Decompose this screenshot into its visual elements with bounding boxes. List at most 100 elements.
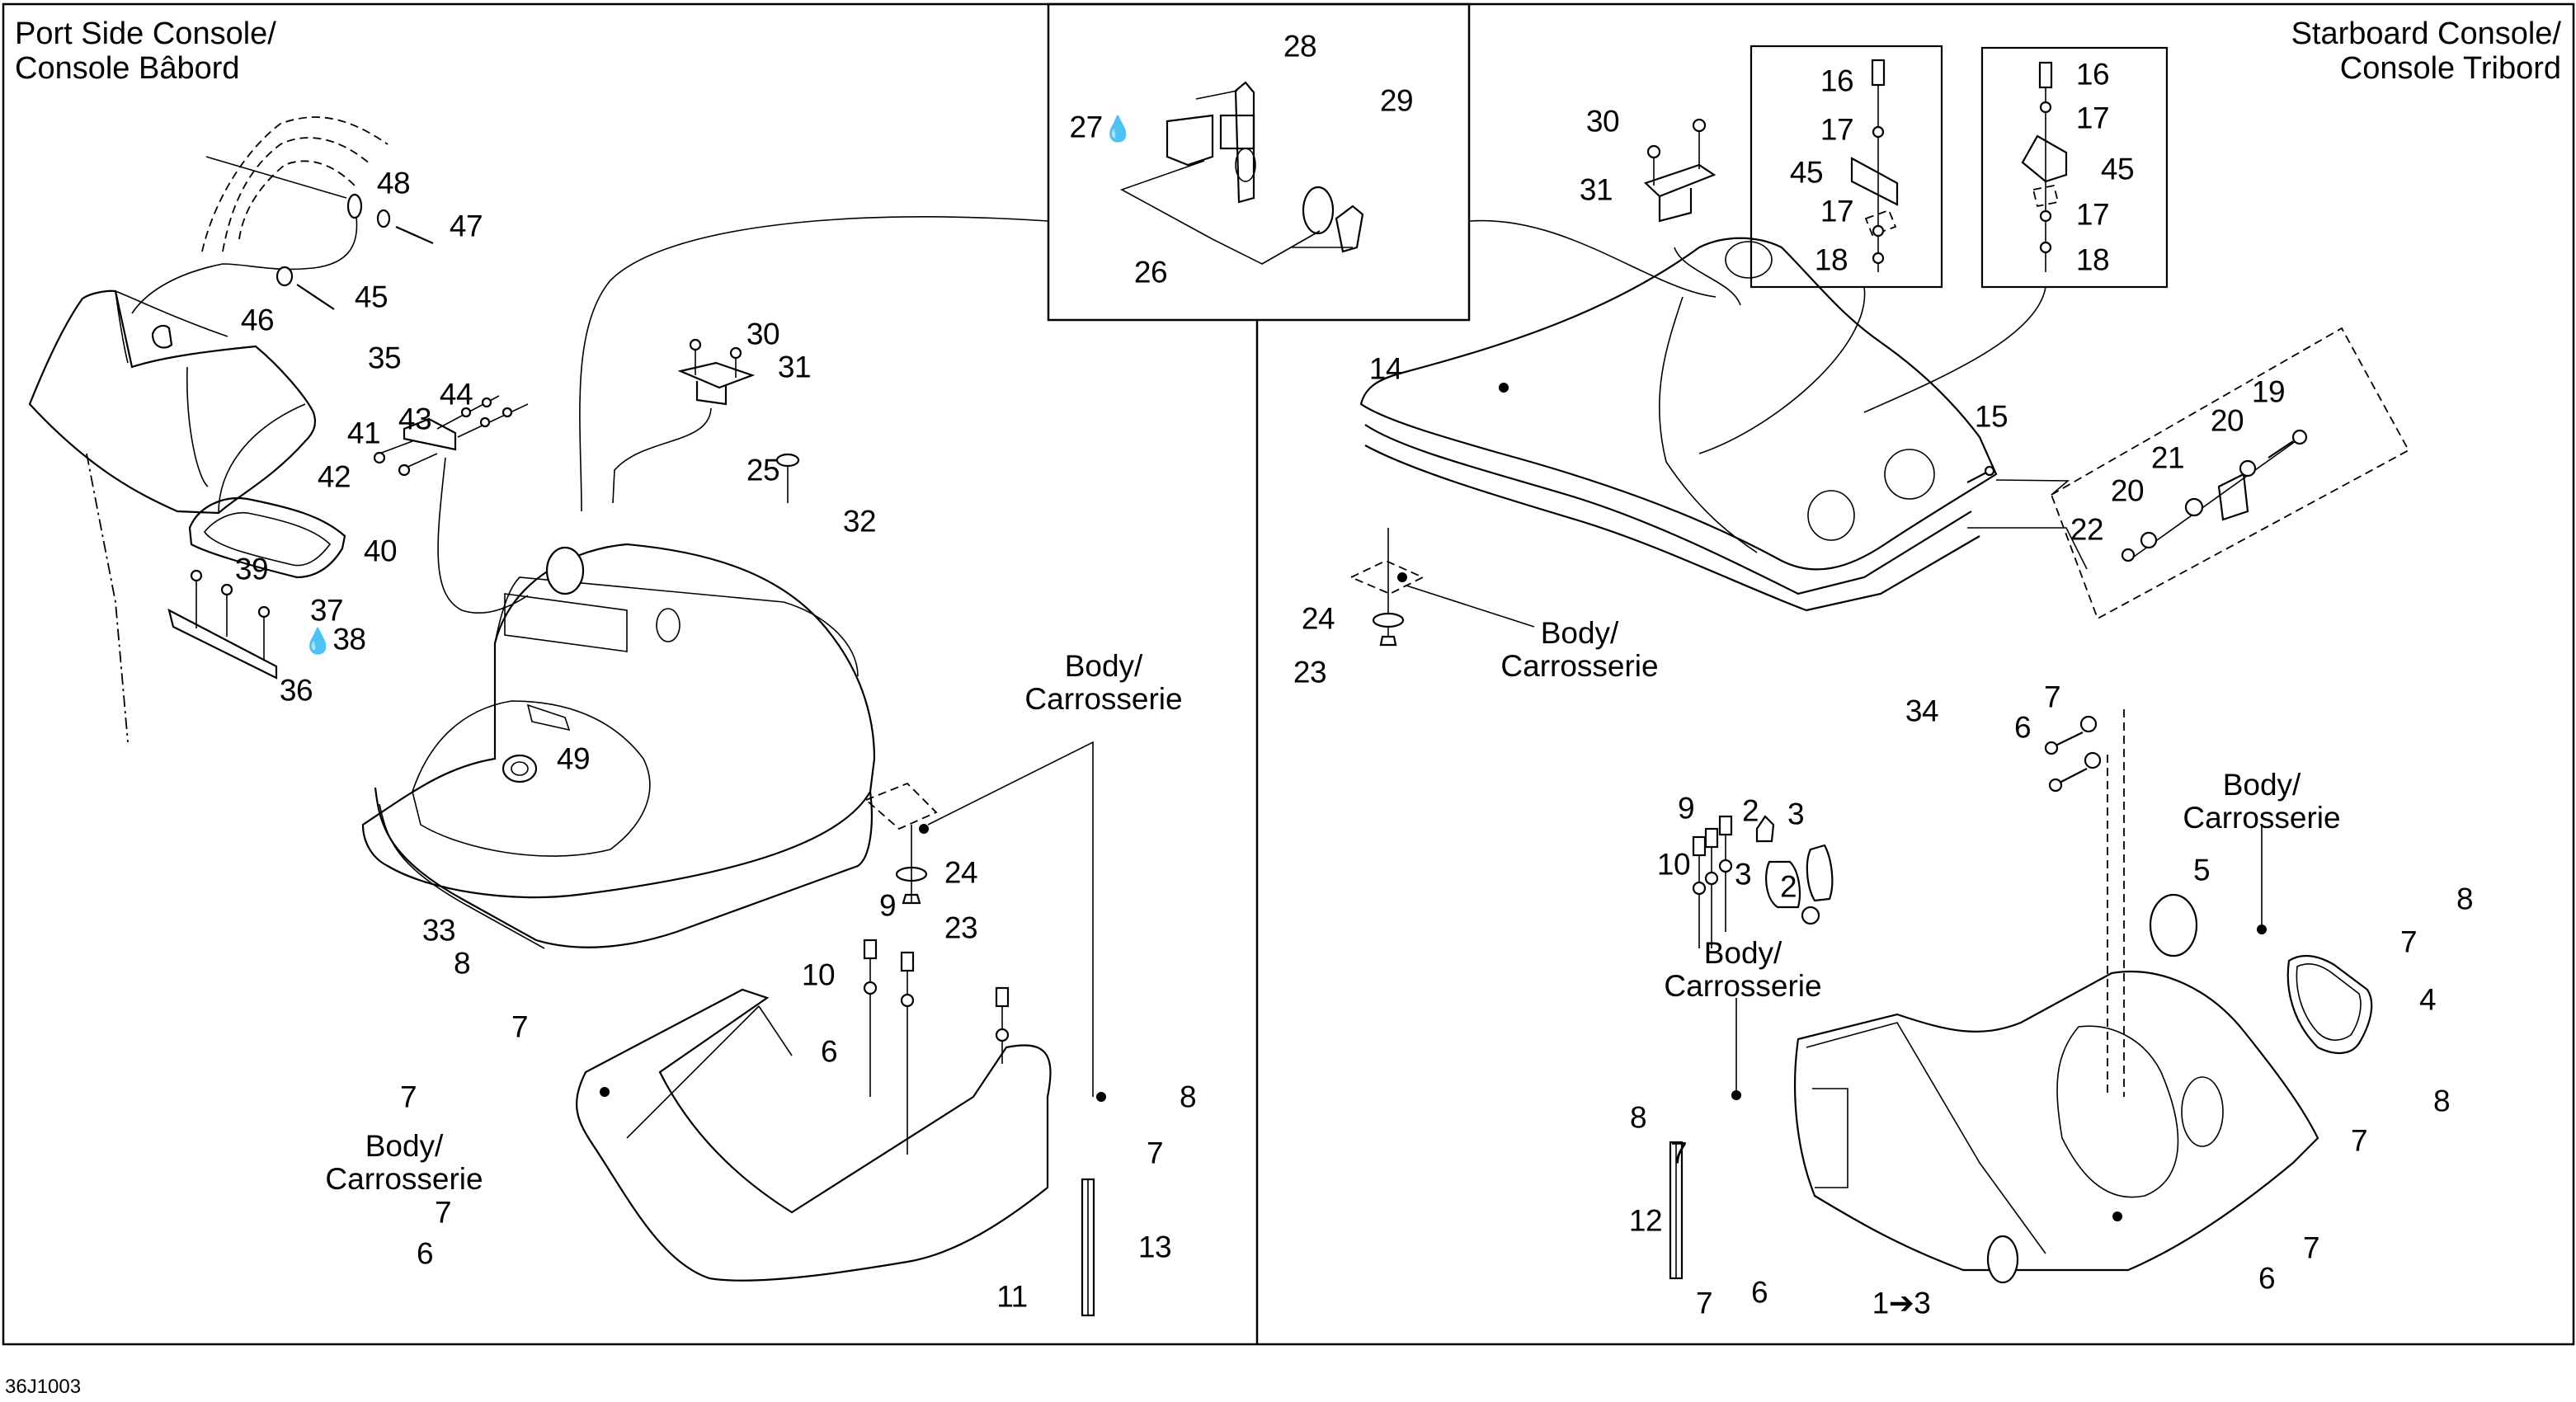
callout: 4 <box>2418 982 2437 1017</box>
callout: 42 <box>317 459 351 494</box>
callout: 10 <box>801 957 836 992</box>
callout: 7 <box>2350 1123 2368 1158</box>
callout: 6 <box>1750 1275 1768 1310</box>
callout: 45 <box>1789 155 1824 190</box>
link-35-36 <box>86 453 129 743</box>
part-36-bracket <box>167 569 278 680</box>
callout: 13 <box>1137 1230 1172 1264</box>
callout: 8 <box>2456 882 2474 916</box>
callout: 47 <box>449 209 483 243</box>
callout: 18 <box>1814 242 1848 277</box>
callout: 37 <box>309 593 344 628</box>
callout: 34 <box>1905 694 1939 728</box>
callout: 14 <box>1368 351 1403 386</box>
callout: 41 <box>346 416 381 450</box>
callout: 15 <box>1974 399 2009 434</box>
inset-rotated-parts <box>2121 429 2308 562</box>
starboard-section-title: Starboard Console/ Console Tribord <box>2291 16 2561 86</box>
inset-parts-26-29 <box>1120 81 1364 265</box>
callout: 17 <box>1820 194 1854 228</box>
callout: 9 <box>878 888 897 923</box>
seat-outline <box>201 116 389 252</box>
part-41-bracket <box>373 395 529 477</box>
callout: 16 <box>2075 57 2110 92</box>
callout: 8 <box>2432 1084 2451 1118</box>
body-label-starboard-left: Body/Carrosserie <box>1664 936 1822 1003</box>
drawing-code: 36J1003 <box>5 1376 82 1398</box>
inset-box-center <box>1047 2 1471 322</box>
part-3-gasket-a <box>1765 860 1801 909</box>
starboard-title-en: Starboard Console/ <box>2291 16 2561 51</box>
callout: 31 <box>1579 172 1613 207</box>
part-15-screw <box>1966 465 1995 483</box>
callout: 40 <box>363 534 398 568</box>
callout: 46 <box>240 303 275 337</box>
callout: 7 <box>2302 1230 2320 1265</box>
callout: 3 <box>1787 797 1805 831</box>
callout: 20 <box>2110 473 2145 508</box>
callout: 3 <box>1734 857 1752 892</box>
callout-with-loctite: 💧38 <box>302 622 366 656</box>
loctite-drop-icon: 💧 <box>302 628 333 656</box>
callout: 26 <box>1133 255 1168 289</box>
link-bracket-b-14 <box>1863 286 2046 413</box>
callout: 6 <box>416 1236 434 1271</box>
callout: 49 <box>556 741 591 776</box>
callout: 25 <box>746 453 780 487</box>
part-33-bezel <box>374 787 873 949</box>
callout: 7 <box>1695 1286 1713 1320</box>
port-title-fr: Console Bâbord <box>15 51 240 86</box>
port-screws-9-10 <box>863 939 1010 1155</box>
callout: 39 <box>234 552 269 586</box>
callout: 7 <box>511 1009 529 1044</box>
callout: 31 <box>777 350 812 384</box>
part-25-console <box>361 543 876 899</box>
callout: 6 <box>2258 1261 2276 1296</box>
callout: 7 <box>2399 924 2418 959</box>
inset-box-bracket-b <box>1980 46 2169 289</box>
part-45-tether <box>131 156 434 314</box>
part-2-fastener-b <box>1801 906 1820 925</box>
callout: 17 <box>2075 101 2110 135</box>
callout: 48 <box>376 166 411 200</box>
callout: 23 <box>1293 655 1327 689</box>
inset-box-rotated <box>2050 327 2410 620</box>
part-31-switch <box>677 338 756 406</box>
part-11-panel <box>576 988 1052 1282</box>
callout: 12 <box>1628 1203 1663 1238</box>
callout: 7 <box>434 1195 452 1230</box>
part-13-strip <box>1081 1178 1095 1317</box>
part-24-anchor-starboard <box>1349 528 1425 647</box>
callout: 1➔3 <box>1872 1286 1931 1320</box>
inset-bracket-b-parts <box>2021 61 2068 272</box>
callout: 11 <box>996 1279 1028 1314</box>
callout: 45 <box>2100 152 2135 186</box>
callout: 7 <box>1146 1136 1164 1170</box>
port-section-title: Port Side Console/ Console Bâbord <box>15 16 276 86</box>
body-label-port-right: Body/Carrosserie <box>1024 649 1183 716</box>
callout: 23 <box>944 910 978 945</box>
callout: 8 <box>1629 1100 1647 1135</box>
callout: 44 <box>439 377 473 412</box>
callout: 24 <box>1301 601 1335 636</box>
link-31-25 <box>612 407 712 504</box>
callout: 24 <box>944 855 978 890</box>
callout: 35 <box>367 341 402 375</box>
part-32-plug <box>775 453 800 503</box>
port-title-en: Port Side Console/ <box>15 16 276 51</box>
starboard-screws-9-10 <box>1692 815 1733 948</box>
callout: 17 <box>2075 197 2110 232</box>
starboard-title-fr: Console Tribord <box>2339 51 2561 86</box>
link-31-14 <box>1674 247 1741 306</box>
callout: 30 <box>746 317 780 351</box>
part-40-lens <box>188 496 346 579</box>
part-12-strip <box>1669 1141 1684 1280</box>
callout-with-loctite: 27💧 <box>1069 110 1133 144</box>
link-inset-14 <box>1469 219 1717 298</box>
callout: 7 <box>1669 1136 1688 1170</box>
callout: 45 <box>354 280 389 314</box>
starboard-screws-6-7-top <box>2044 709 2125 1097</box>
link-inset-25 <box>579 216 1049 512</box>
part-24-anchor <box>864 782 938 905</box>
